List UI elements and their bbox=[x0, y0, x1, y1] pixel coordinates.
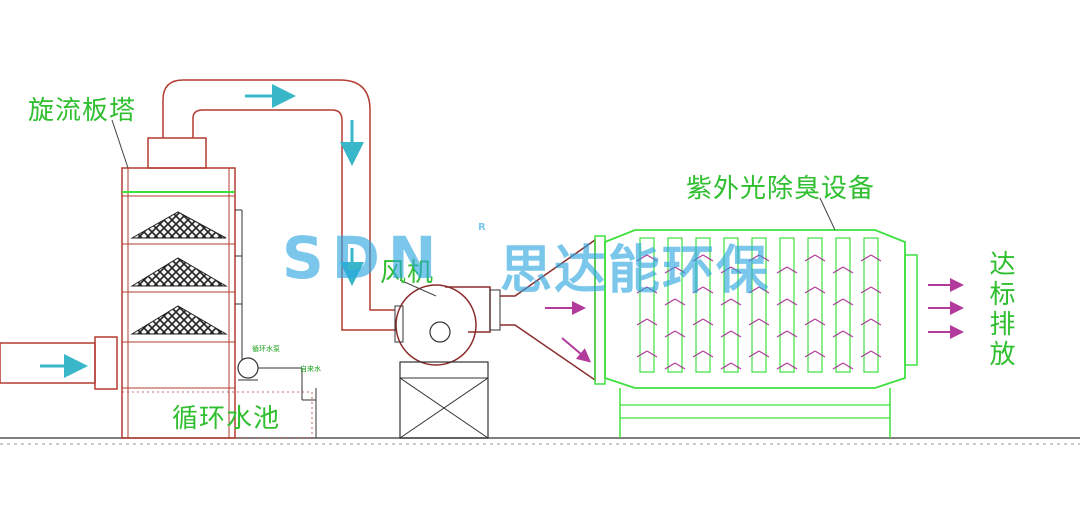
uv-lamp-tubes bbox=[636, 237, 882, 373]
uv-lamp-tube bbox=[639, 237, 655, 373]
uv-light-ray bbox=[664, 298, 686, 306]
uv-light-ray bbox=[832, 330, 854, 338]
uv-light-ray bbox=[748, 254, 770, 262]
watermark-registered-mark: R bbox=[478, 222, 486, 233]
pump-tag: 循环水泵 bbox=[252, 345, 280, 353]
uv-light-ray bbox=[748, 350, 770, 358]
uv-light-ray bbox=[860, 286, 882, 294]
circulation-pool bbox=[121, 357, 317, 439]
uv-light-ray bbox=[748, 286, 770, 294]
uv-light-ray bbox=[664, 330, 686, 338]
inlet-duct bbox=[0, 336, 118, 390]
uv-light-ray bbox=[720, 330, 742, 338]
uv-light-ray bbox=[692, 318, 714, 326]
uv-light-ray bbox=[692, 286, 714, 294]
uv-light-ray bbox=[804, 318, 826, 326]
uv-light-ray bbox=[832, 298, 854, 306]
uv-light-ray bbox=[636, 350, 658, 358]
uv-light-ray bbox=[860, 350, 882, 358]
circulation-pool-label: 循环水池 bbox=[172, 404, 281, 434]
tap-water-tag: 自来水 bbox=[300, 365, 321, 373]
connecting-duct bbox=[162, 79, 395, 331]
uv-light-ray bbox=[636, 254, 658, 262]
uv-light-ray bbox=[832, 266, 854, 274]
uv-light-ray bbox=[804, 286, 826, 294]
watermark-logo: SDN bbox=[282, 224, 445, 292]
ground bbox=[0, 437, 1080, 445]
uv-lamp-tube bbox=[835, 237, 851, 373]
uv-lamp-tube bbox=[807, 237, 823, 373]
uv-lamp-tube bbox=[863, 237, 879, 373]
exhaust-label: 达标排放 bbox=[985, 250, 1015, 370]
fan-label: 风机 bbox=[380, 258, 435, 288]
uv-light-ray bbox=[636, 318, 658, 326]
uv-light-ray bbox=[860, 254, 882, 262]
uv-light-ray bbox=[776, 266, 798, 274]
uv-light-ray bbox=[776, 362, 798, 370]
tower-label: 旋流板塔 bbox=[28, 96, 137, 126]
watermark-company: 思达能环保 bbox=[500, 241, 771, 301]
uv-leader-line bbox=[819, 197, 836, 231]
uv-lamp-tube bbox=[779, 237, 795, 373]
uv-lamp-tube bbox=[751, 237, 767, 373]
uv-light-ray bbox=[832, 362, 854, 370]
uv-in-arrow-2 bbox=[561, 337, 592, 363]
cyclone-plate-tower bbox=[121, 137, 243, 439]
uv-light-ray bbox=[748, 318, 770, 326]
uv-light-ray bbox=[720, 362, 742, 370]
tower-leader-line bbox=[111, 119, 129, 169]
uv-lamp-tube bbox=[667, 237, 683, 373]
fan bbox=[394, 238, 596, 439]
uv-equipment-label: 紫外光除臭设备 bbox=[686, 174, 876, 204]
uv-deodorization-unit bbox=[545, 229, 964, 438]
uv-light-ray bbox=[776, 298, 798, 306]
uv-light-ray bbox=[776, 330, 798, 338]
uv-light-ray bbox=[804, 254, 826, 262]
uv-lamp-tube bbox=[723, 237, 739, 373]
pump-icon bbox=[237, 357, 259, 379]
uv-light-ray bbox=[664, 266, 686, 274]
uv-lamp-tube bbox=[695, 237, 711, 373]
uv-light-ray bbox=[692, 350, 714, 358]
uv-light-ray bbox=[692, 254, 714, 262]
uv-light-ray bbox=[804, 350, 826, 358]
fan-leader-line bbox=[399, 279, 437, 297]
uv-light-ray bbox=[720, 266, 742, 274]
uv-light-ray bbox=[720, 298, 742, 306]
uv-light-ray bbox=[860, 318, 882, 326]
uv-light-ray bbox=[664, 362, 686, 370]
uv-light-ray bbox=[636, 286, 658, 294]
